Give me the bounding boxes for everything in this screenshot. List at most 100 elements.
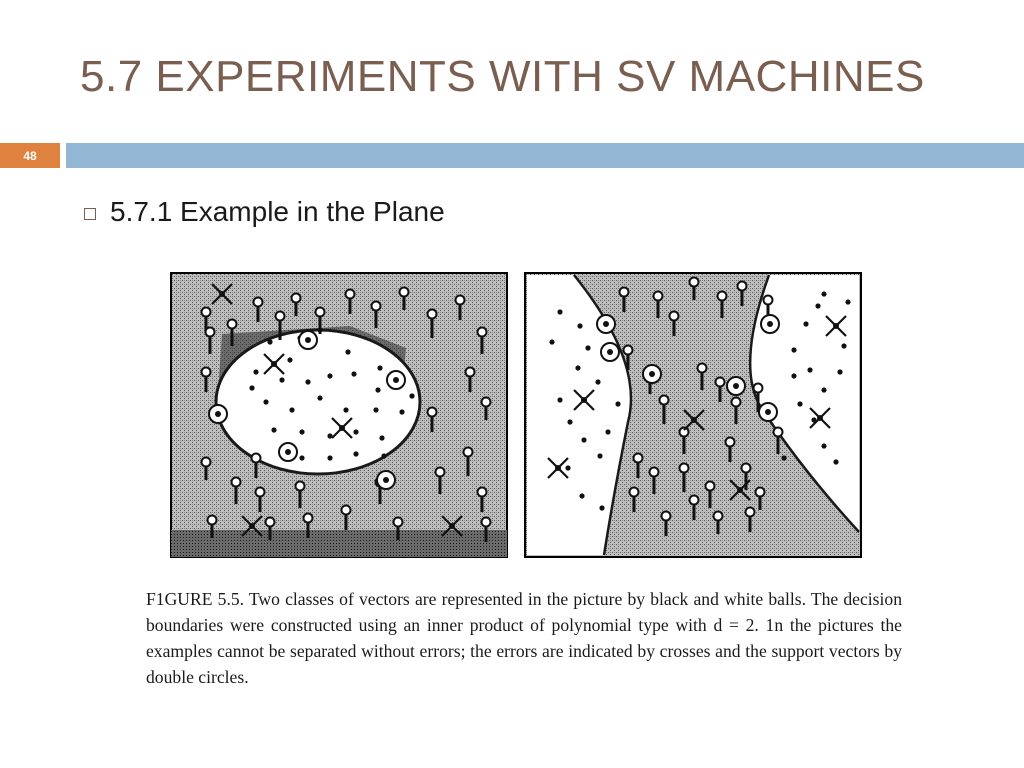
black-ball: [379, 435, 385, 441]
white-ball: [678, 462, 690, 474]
support-vector-center: [285, 449, 291, 455]
white-ball: [426, 406, 438, 418]
black-ball: [557, 309, 563, 315]
white-ball: [200, 456, 212, 468]
white-ball: [200, 366, 212, 378]
white-ball: [290, 292, 302, 304]
support-vector-center: [603, 321, 609, 327]
black-ball: [351, 371, 357, 377]
white-ball: [230, 476, 242, 488]
white-ball: [480, 396, 492, 408]
black-ball: [409, 393, 415, 399]
white-ball: [206, 514, 218, 526]
white-ball: [250, 452, 262, 464]
white-ball: [688, 276, 700, 288]
black-ball: [267, 339, 273, 345]
white-ball: [752, 382, 764, 394]
white-ball: [454, 294, 466, 306]
black-ball: [597, 453, 603, 459]
white-ball: [426, 308, 438, 320]
black-ball: [803, 321, 809, 327]
black-ball: [343, 407, 349, 413]
white-ball: [398, 286, 410, 298]
white-ball: [772, 426, 784, 438]
white-ball: [476, 486, 488, 498]
error-center: [449, 523, 455, 529]
black-ball: [797, 401, 803, 407]
error-center: [817, 415, 823, 421]
black-ball: [317, 327, 323, 333]
left-points-group: [200, 283, 492, 542]
error-center: [271, 361, 277, 367]
black-ball: [575, 365, 581, 371]
error-center: [555, 465, 561, 471]
white-ball: [754, 486, 766, 498]
bottom-dark-band: [171, 530, 507, 557]
white-ball: [658, 394, 670, 406]
white-ball: [622, 344, 634, 356]
white-ball: [392, 516, 404, 528]
white-ball: [480, 516, 492, 528]
white-ball: [274, 310, 286, 322]
white-ball: [736, 280, 748, 292]
black-ball: [565, 465, 571, 471]
slide-number-box: 48: [0, 143, 60, 168]
black-ball: [345, 349, 351, 355]
black-ball: [271, 427, 277, 433]
error-center: [737, 487, 743, 493]
black-ball: [567, 419, 573, 425]
white-ball: [226, 318, 238, 330]
black-ball: [549, 339, 555, 345]
black-ball: [605, 429, 611, 435]
white-ball: [714, 376, 726, 388]
black-ball: [557, 397, 563, 403]
support-vector-center: [393, 377, 399, 383]
black-ball: [837, 369, 843, 375]
white-ball: [314, 306, 326, 318]
white-ball: [668, 310, 680, 322]
error-center: [249, 523, 255, 529]
white-ball: [688, 494, 700, 506]
support-vector-center: [767, 321, 773, 327]
white-ball: [370, 300, 382, 312]
error-center: [691, 417, 697, 423]
title-underline-bar: [66, 143, 1024, 168]
black-ball: [263, 399, 269, 405]
white-ball: [678, 426, 690, 438]
black-ball: [615, 401, 621, 407]
white-ball: [344, 288, 356, 300]
error-center: [833, 323, 839, 329]
white-ball: [716, 290, 728, 302]
right-points-group: [547, 276, 851, 536]
black-ball: [581, 437, 587, 443]
white-ball: [252, 296, 264, 308]
black-ball: [815, 303, 821, 309]
white-ball: [740, 462, 752, 474]
black-ball: [289, 407, 295, 413]
black-ball: [353, 451, 359, 457]
black-ball: [327, 373, 333, 379]
black-ball: [807, 367, 813, 373]
black-ball: [821, 443, 827, 449]
white-ball: [294, 480, 306, 492]
white-ball: [340, 504, 352, 516]
support-vector-center: [305, 337, 311, 343]
black-ball: [577, 323, 583, 329]
black-ball: [317, 395, 323, 401]
support-vector-center: [607, 349, 613, 355]
support-vector-center: [765, 409, 771, 415]
white-ball: [200, 306, 212, 318]
black-ball: [381, 453, 387, 459]
white-ball: [730, 396, 742, 408]
black-ball: [399, 409, 405, 415]
black-ball: [595, 379, 601, 385]
white-ball: [712, 510, 724, 522]
white-ball: [762, 294, 774, 306]
slide-title: 5.7 EXPERIMENTS WITH SV MACHINES: [80, 52, 925, 101]
white-ball: [264, 516, 276, 528]
white-ball: [434, 466, 446, 478]
black-ball: [249, 385, 255, 391]
decision-region: [214, 328, 422, 476]
error-center: [339, 425, 345, 431]
white-ball: [204, 326, 216, 338]
